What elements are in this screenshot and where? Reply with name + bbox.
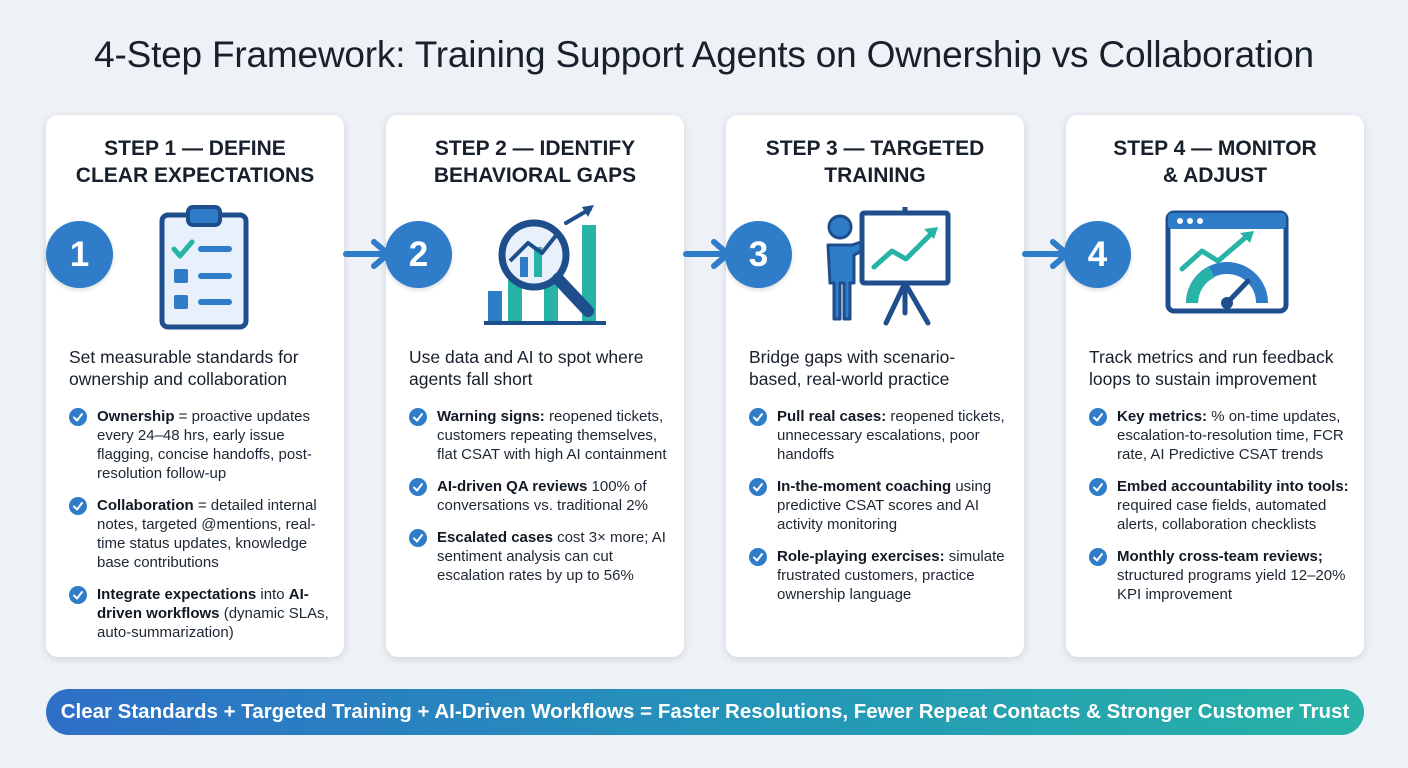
- step-4-bullets: Key metrics: % on-time updates, escalati…: [1089, 407, 1354, 617]
- step-3-summary: Bridge gaps with scenario- based, real-w…: [749, 347, 956, 389]
- check-circle-icon: [749, 478, 767, 496]
- step-card-2: STEP 2 — IDENTIFY BEHAVIORAL GAPS Use da…: [386, 115, 684, 657]
- list-item: Escalated cases cost 3× more; AI sentime…: [409, 528, 674, 585]
- list-item: Warning signs: reopened tickets, custome…: [409, 407, 674, 464]
- step-1-bullets: Ownership = proactive updates every 24–4…: [69, 407, 334, 655]
- check-circle-icon: [409, 529, 427, 547]
- presenter-board-icon: [826, 207, 951, 326]
- list-item: In-the-moment coaching using predictive …: [749, 477, 1014, 534]
- list-item: Key metrics: % on-time updates, escalati…: [1089, 407, 1354, 464]
- check-circle-icon: [749, 548, 767, 566]
- list-item: Role-playing exercises: simulate frustra…: [749, 547, 1014, 604]
- summary-banner: Clear Standards + Targeted Training + AI…: [46, 689, 1364, 735]
- step-4-badge: 4: [1064, 221, 1131, 288]
- arrow-right-icon: [683, 239, 731, 269]
- step-3-bullets: Pull real cases: reopened tickets, unnec…: [749, 407, 1014, 617]
- step-2-title: STEP 2 — IDENTIFY BEHAVIORAL GAPS: [433, 137, 637, 187]
- step-card-4: STEP 4 — MONITOR & ADJUST Track metrics …: [1066, 115, 1364, 657]
- check-circle-icon: [1089, 408, 1107, 426]
- list-item: Collaboration = detailed internal notes,…: [69, 496, 334, 572]
- step-card-3: STEP 3 — TARGETED TRAINING Bridge gaps w…: [726, 115, 1024, 657]
- check-circle-icon: [1089, 548, 1107, 566]
- step-2-summary: Use data and AI to spot where agents fal…: [409, 347, 644, 389]
- step-1-title: STEP 1 — DEFINE CLEAR EXPECTATIONS: [75, 137, 315, 187]
- list-item: AI-driven QA reviews 100% of conversatio…: [409, 477, 674, 515]
- step-4-summary: Track metrics and run feedback loops to …: [1089, 347, 1334, 389]
- step-3-badge: 3: [725, 221, 792, 288]
- arrow-right-icon: [343, 239, 391, 269]
- list-item: Embed accountability into tools: require…: [1089, 477, 1354, 534]
- arrow-right-icon: [1022, 239, 1070, 269]
- dashboard-gauge-icon: [1165, 210, 1289, 314]
- page-title: 4-Step Framework: Training Support Agent…: [94, 34, 1314, 75]
- step-1-badge: 1: [46, 221, 113, 288]
- check-circle-icon: [69, 497, 87, 515]
- step-3-title: STEP 3 — TARGETED TRAINING: [765, 137, 985, 187]
- list-item: Integrate expectations into AI-driven wo…: [69, 585, 334, 642]
- step-card-1: STEP 1 — DEFINE CLEAR EXPECTATIONS Set m…: [46, 115, 344, 657]
- check-circle-icon: [1089, 478, 1107, 496]
- magnifier-chart-icon: [484, 205, 606, 325]
- step-4-title: STEP 4 — MONITOR & ADJUST: [1113, 137, 1317, 187]
- list-item: Ownership = proactive updates every 24–4…: [69, 407, 334, 483]
- list-item: Pull real cases: reopened tickets, unnec…: [749, 407, 1014, 464]
- step-2-bullets: Warning signs: reopened tickets, custome…: [409, 407, 674, 598]
- clipboard-checklist-icon: [159, 205, 249, 330]
- check-circle-icon: [409, 478, 427, 496]
- step-2-badge: 2: [385, 221, 452, 288]
- step-1-summary: Set measurable standards for ownership a…: [69, 347, 299, 389]
- check-circle-icon: [69, 586, 87, 604]
- check-circle-icon: [749, 408, 767, 426]
- list-item: Monthly cross-team reviews; structured p…: [1089, 547, 1354, 604]
- check-circle-icon: [69, 408, 87, 426]
- check-circle-icon: [409, 408, 427, 426]
